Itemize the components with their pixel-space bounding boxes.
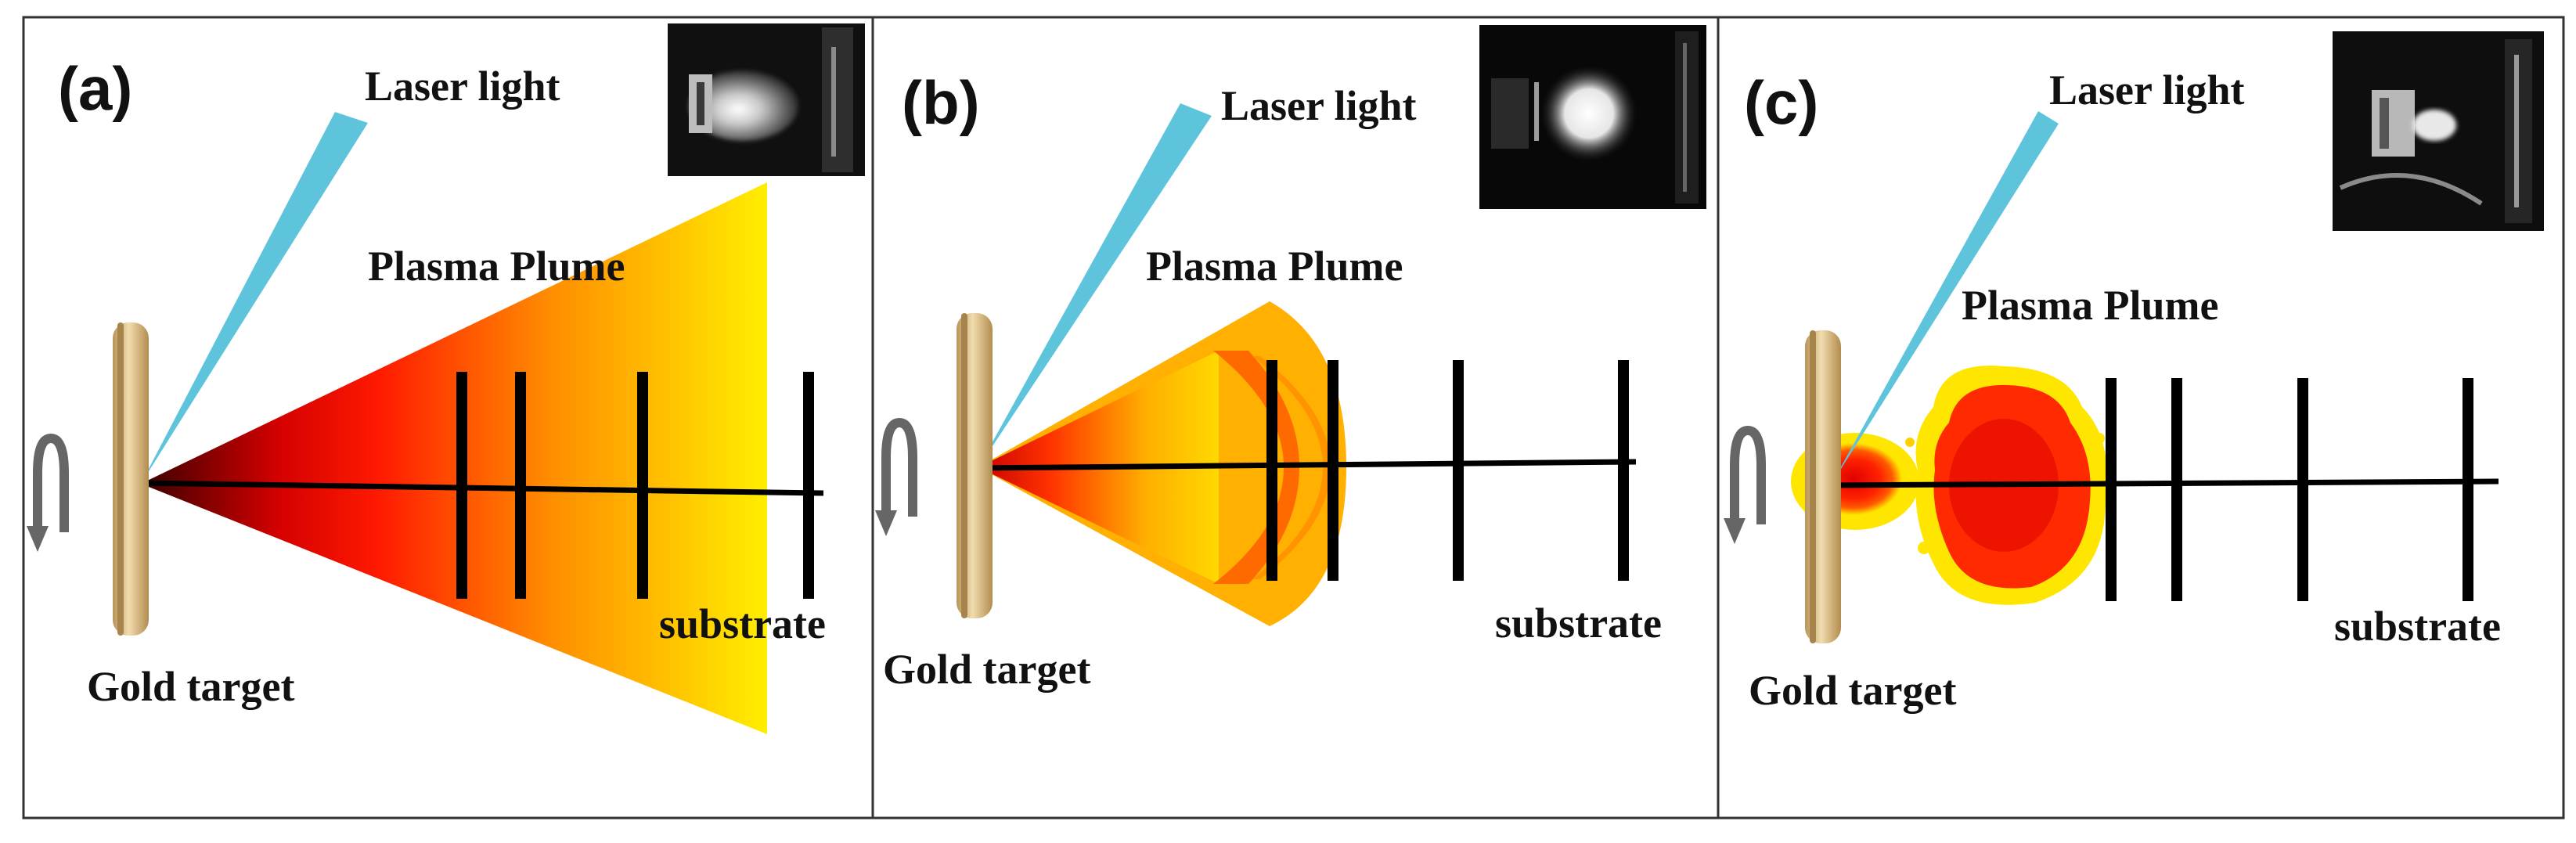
plume-photo-inset-b xyxy=(1479,25,1706,209)
plume-photo-inset-c xyxy=(2333,31,2544,231)
substrate-line-b1 xyxy=(1266,360,1277,581)
substrate-line-b3 xyxy=(1453,360,1464,581)
gold-target-c-rim xyxy=(1810,330,1816,643)
panel-tag-c: (c) xyxy=(1744,68,1818,137)
panel-c: (c) Laser light Plasma Plume Gold target… xyxy=(1724,31,2544,714)
substrate-line-a3 xyxy=(637,372,648,599)
plume-axis-c xyxy=(1829,478,2499,488)
panel-b: (b) Laser light Plasma Plume Gold target… xyxy=(875,25,1706,693)
rotation-arrow-icon xyxy=(27,433,69,552)
substrate-line-b2 xyxy=(1328,360,1338,581)
substrate-line-a1 xyxy=(456,372,467,599)
panel-frame-c xyxy=(1717,16,2565,820)
substrate-label-a: substrate xyxy=(659,600,826,647)
rotation-arrow-icon xyxy=(1724,425,1766,544)
plume-axis-a xyxy=(140,480,824,496)
target-label-a: Gold target xyxy=(87,663,294,710)
laser-label-c: Laser light xyxy=(2049,67,2245,113)
substrate-label-c: substrate xyxy=(2334,603,2501,650)
plume-axis-b xyxy=(978,459,1637,471)
panel-a: (a) Laser light Plasma Plume Gold target… xyxy=(27,23,865,734)
substrate-line-a4 xyxy=(803,372,814,599)
substrate-line-c3 xyxy=(2297,378,2308,601)
substrate-line-c1 xyxy=(2106,378,2117,601)
plasma-plume-cone-a xyxy=(141,182,767,734)
substrate-label-b: substrate xyxy=(1495,600,1662,647)
substrate-line-c4 xyxy=(2463,378,2473,601)
laser-beam-a xyxy=(141,112,368,484)
gold-target-b-rim xyxy=(961,313,967,618)
substrate-line-a2 xyxy=(515,372,526,599)
substrate-line-b4 xyxy=(1618,360,1629,581)
laser-label-b: Laser light xyxy=(1221,82,1417,129)
plume-label-b: Plasma Plume xyxy=(1146,243,1403,290)
gold-target-a-rim xyxy=(117,322,124,636)
panel-tag-b: (b) xyxy=(902,68,980,137)
laser-beam-b xyxy=(978,103,1212,467)
panel-tag-a: (a) xyxy=(58,54,132,123)
laser-label-a: Laser light xyxy=(365,63,560,110)
target-label-b: Gold target xyxy=(883,646,1090,693)
plume-photo-inset-a xyxy=(668,23,865,176)
target-label-c: Gold target xyxy=(1749,667,1956,714)
plasma-plume-band-b xyxy=(1213,351,1299,584)
plasma-plume-edge-b xyxy=(1252,356,1331,579)
plume-label-a: Plasma Plume xyxy=(368,243,625,290)
substrate-line-c2 xyxy=(2171,378,2182,601)
laser-beam-c xyxy=(1832,111,2059,484)
plume-label-c: Plasma Plume xyxy=(1962,282,2218,329)
rotation-arrow-icon xyxy=(875,417,917,536)
